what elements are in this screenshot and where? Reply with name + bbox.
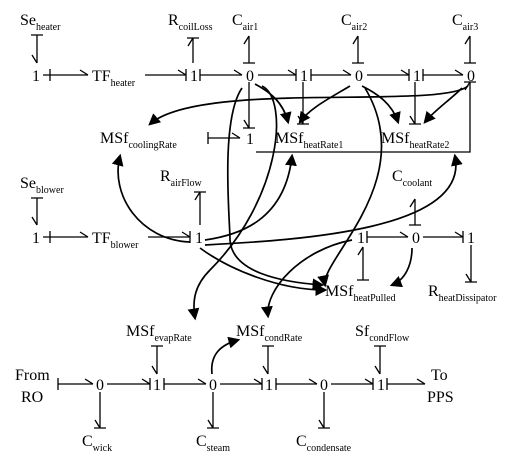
bond-0condensate-1condflow	[331, 378, 374, 390]
bond-1air23-heatrate2	[409, 82, 421, 125]
bond-seheater-1heater	[31, 34, 43, 64]
label-pps: PPS	[427, 389, 454, 406]
bond-0air1-1cooling	[243, 82, 255, 129]
junction-0-coolant: 0	[412, 230, 420, 247]
signal-1blower-heatrate2	[204, 153, 463, 246]
bond-heatpulled-1coolant	[357, 246, 369, 281]
junction-1-condflow: 1	[377, 377, 385, 394]
junction-1-coil: 1	[190, 68, 198, 85]
bond-evaprate-1evap	[151, 345, 163, 375]
signal-0air1-heatrate1	[254, 83, 292, 125]
label-c-air2: Cair2	[341, 12, 367, 33]
label-c-wick: Cwick	[82, 433, 112, 454]
bond-1air12-0air2	[310, 69, 352, 81]
signal-0steam-condrate	[210, 336, 241, 375]
junction-0-wick: 0	[96, 377, 104, 394]
bond-1cond-0condensate	[275, 378, 318, 390]
junction-1-heater: 1	[32, 68, 40, 85]
label-msf-condrate: MSfcondRate	[236, 323, 303, 344]
label-from: From	[15, 367, 50, 384]
bond-tfblower-1blower	[148, 231, 191, 243]
junction-0-air1: 0	[246, 68, 254, 85]
element-labels: Seheater TFheater RcoilLoss Cair1 Cair2 …	[15, 12, 497, 454]
bond-1condflow-to	[386, 378, 426, 390]
bond-1coil-rcoilloss	[187, 37, 199, 63]
signal-1blower-coolingrate	[111, 153, 191, 243]
bond-1heater-tfheater	[43, 69, 89, 81]
bond-0air2-cair2	[352, 35, 364, 64]
label-se-heater: Seheater	[20, 12, 61, 33]
signal-1blower-heatpulled	[199, 247, 328, 296]
bond-0steam-1cond	[220, 378, 263, 390]
bond-condflow-1condflow	[374, 345, 386, 375]
label-msf-coolingrate: MSfcoolingRate	[100, 130, 177, 151]
label-msf-heatrate1: MSfheatRate1	[275, 130, 343, 151]
label-c-air3: Cair3	[452, 12, 478, 33]
signal-0air1-evaprate	[187, 85, 278, 321]
junction-1-cond: 1	[265, 377, 273, 394]
junction-0-air2: 0	[355, 68, 363, 85]
bond-coolingrate-1cooling	[207, 132, 241, 144]
bond-1air23-0air3	[422, 69, 464, 81]
signal-0air2-heatrate1	[298, 85, 351, 124]
bond-1left-tfblower	[43, 231, 89, 243]
bond-1blower-rairflow	[194, 191, 206, 225]
label-sf-condflow: SfcondFlow	[355, 323, 410, 344]
junction-0-air3: 0	[467, 68, 475, 85]
label-r-airflow: RairFlow	[160, 168, 203, 189]
label-to: To	[431, 367, 448, 384]
junction-1-cooling: 1	[246, 131, 254, 148]
label-se-blower: Seblower	[20, 175, 64, 196]
signal-0air2-heatpulled	[317, 87, 383, 288]
label-tf-heater: TFheater	[92, 68, 136, 89]
signal-0coolant-heatpulled	[389, 247, 413, 288]
bonds	[31, 34, 477, 429]
label-c-condensate: Ccondensate	[296, 433, 352, 454]
junction-1-coolant: 1	[357, 230, 365, 247]
label-ro: RO	[21, 389, 43, 406]
bond-0condensate-ccond	[318, 392, 330, 429]
signal-0air3-coolingrate	[148, 85, 469, 126]
signal-1coolant-condrate	[261, 239, 353, 319]
bond-0steam-csteam	[207, 392, 219, 429]
bond-0air1-cair1	[243, 35, 255, 64]
junctions: 1 1 0 1 0 1 0 1 1 1 1 0 1 0 1 0 1 0 1	[32, 68, 475, 394]
junction-1-blower-left: 1	[32, 230, 40, 247]
label-msf-heatpulled: MSfheatPulled	[325, 283, 396, 304]
bond-tfheater-1coil	[145, 69, 187, 81]
label-r-coilloss: RcoilLoss	[168, 12, 213, 33]
bond-1evap-0steam	[163, 378, 207, 390]
junction-1-evap: 1	[153, 377, 161, 394]
signal-0air1-heatpulled	[226, 87, 325, 291]
bond-0air1-1air12	[258, 69, 297, 81]
bond-1coil-0air1	[199, 69, 243, 81]
bond-0air2-1air23	[367, 69, 410, 81]
label-c-air1: Cair1	[232, 12, 258, 33]
label-c-coolant: Ccoolant	[392, 168, 432, 189]
junction-1-dissipator: 1	[467, 230, 475, 247]
label-msf-evaprate: MSfevapRate	[126, 323, 192, 344]
junction-0-steam: 0	[209, 377, 217, 394]
label-tf-blower: TFblower	[92, 230, 139, 251]
junction-1-blower: 1	[195, 230, 203, 247]
junction-1-air12: 1	[300, 68, 308, 85]
bond-0wick-cwick	[94, 392, 106, 429]
bond-1coolant-0coolant	[366, 231, 409, 243]
bond-condrate-1cond	[262, 345, 274, 375]
bond-0wick-1evap	[107, 378, 151, 390]
signal-arrows	[111, 83, 469, 375]
bond-0coolant-1dissipator	[423, 231, 464, 243]
bond-0air3-cair3	[464, 35, 476, 64]
signal-1blower-heatrate1	[204, 153, 297, 241]
bond-seblower-1blower-left	[31, 197, 43, 226]
label-r-heatdissipator: RheatDissipator	[428, 283, 497, 304]
junction-0-condensate: 0	[320, 377, 328, 394]
bond-1dissipator-rheatdiss	[465, 245, 477, 283]
label-c-steam: Csteam	[196, 433, 230, 454]
bond-from-0wick	[57, 378, 94, 390]
label-msf-heatrate2: MSfheatRate2	[381, 130, 449, 151]
junction-1-air23: 1	[413, 68, 421, 85]
